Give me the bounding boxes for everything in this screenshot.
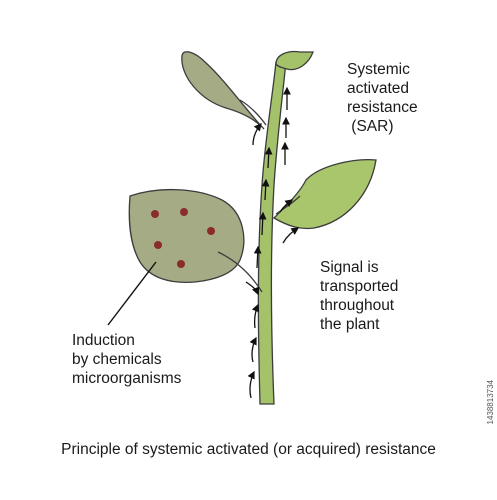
diagram-caption: Principle of systemic activated (or acqu… [61, 441, 436, 458]
arrow [258, 211, 267, 236]
sar-line: resistance [347, 99, 418, 116]
leaf-upper-left-stalk [239, 99, 267, 126]
arrow [261, 178, 270, 201]
signal-line: transported [320, 278, 399, 295]
sar-line: Systemic [347, 61, 410, 78]
signal-label: Signal is transported throughout the pla… [320, 258, 398, 334]
arrow [279, 199, 294, 213]
arrow [251, 303, 260, 329]
arrow [252, 123, 262, 146]
infection-spot [207, 227, 215, 235]
induction-line: Induction [72, 332, 135, 349]
signal-arrows [245, 86, 300, 399]
arrow [245, 281, 260, 296]
arrow [247, 370, 255, 399]
induction-line: by chemicals [72, 351, 162, 368]
infection-spots [151, 208, 215, 268]
arrow [282, 227, 300, 244]
sar-label: Systemic activated resistance (SAR) [347, 60, 418, 136]
signal-line: Signal is [320, 259, 379, 276]
induction-pointer-line [107, 261, 157, 326]
signal-line: throughout [320, 297, 395, 314]
arrow [264, 146, 273, 169]
sar-line: (SAR) [347, 118, 394, 135]
infection-spot [151, 210, 159, 218]
induction-line: microorganisms [72, 370, 182, 387]
infection-spot [154, 241, 162, 249]
leaf-infected [128, 188, 245, 284]
induction-label: Induction by chemicals microorganisms [72, 331, 181, 388]
leaf-upper-left [181, 51, 265, 130]
leaf-right [272, 159, 377, 230]
infection-spot [177, 260, 185, 268]
arrow [253, 245, 262, 269]
sar-line: activated [347, 80, 410, 97]
infection-spot [180, 208, 188, 216]
stock-id: 1438813734 [486, 380, 495, 425]
top-bud [275, 50, 314, 71]
arrow [249, 336, 257, 363]
signal-line: the plant [320, 316, 380, 333]
